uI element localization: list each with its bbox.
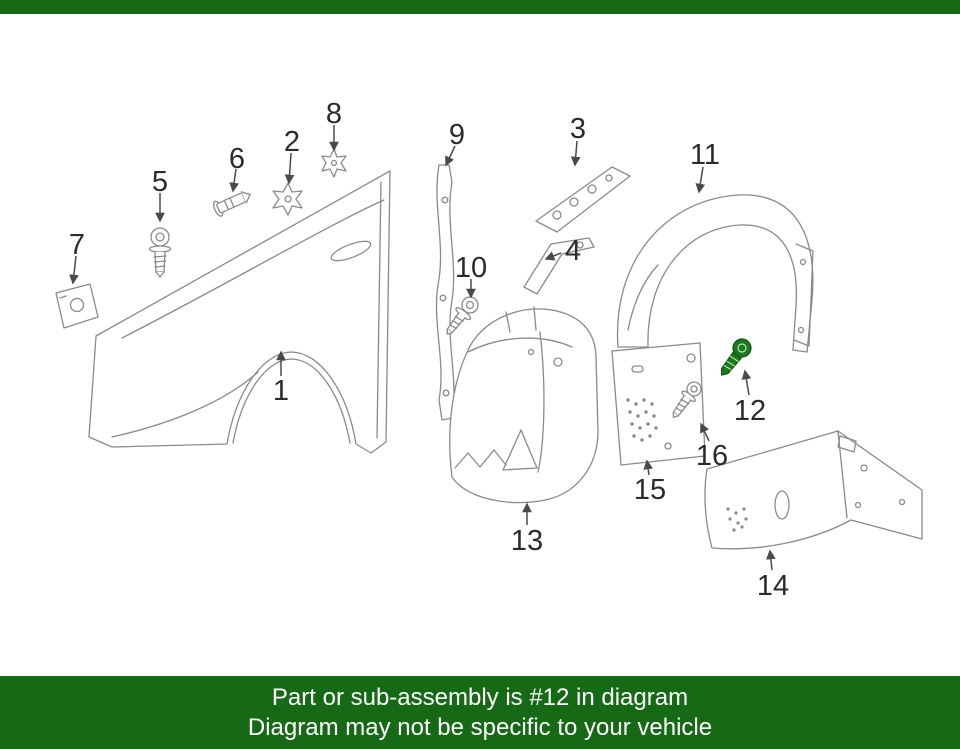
part-3-bracket	[535, 166, 631, 233]
leader-arrow-15	[643, 459, 653, 476]
leader-arrow-12	[741, 369, 752, 396]
part-16-bolt	[672, 381, 702, 418]
part-13-wheelhouse-liner-lower	[449, 306, 599, 504]
leader-arrow-4	[544, 251, 562, 261]
part-8-spring-clip	[321, 148, 347, 178]
part-label-10: 10	[455, 252, 487, 284]
leader-arrow-6	[229, 168, 239, 193]
part-label-7: 7	[69, 229, 85, 261]
footer-line-1: Part or sub-assembly is #12 in diagram	[271, 683, 689, 711]
footer-banner: Part or sub-assembly is #12 in diagram D…	[0, 676, 960, 749]
leader-arrow-14	[766, 549, 776, 571]
part-9-molding-strip	[435, 164, 455, 421]
part-12-screw-highlighted	[721, 338, 752, 376]
part-label-14: 14	[757, 570, 789, 602]
part-label-9: 9	[449, 119, 465, 151]
part-label-11: 11	[690, 139, 720, 171]
part-7-bracket-plate	[55, 283, 99, 329]
part-label-1: 1	[273, 375, 289, 407]
leader-arrow-11	[695, 166, 706, 194]
leader-arrow-7	[69, 255, 79, 285]
part-5-screw	[148, 227, 172, 278]
part-6-rivet	[212, 191, 251, 217]
leader-arrow-16	[700, 422, 710, 442]
part-label-13: 13	[511, 525, 543, 557]
part-4-bracket	[523, 237, 595, 295]
diagram-canvas: 1 2 3 4 5 6 7 8 9 10 11 12 13 14 15 16	[0, 14, 960, 676]
part-label-6: 6	[229, 143, 245, 175]
part-15-insulator-panel	[611, 342, 706, 466]
leader-arrow-2	[284, 152, 295, 185]
part-11-wheelhouse-liner	[616, 194, 814, 353]
part-label-16: 16	[696, 440, 728, 472]
part-label-8: 8	[326, 98, 342, 130]
leader-arrow-3	[570, 140, 581, 167]
part-label-5: 5	[152, 166, 168, 198]
part-1-fender	[88, 170, 391, 454]
part-10-bolt	[446, 296, 479, 335]
part-label-4: 4	[565, 235, 581, 267]
part-label-3: 3	[570, 113, 586, 145]
part-label-12: 12	[734, 395, 766, 427]
leader-arrows	[69, 125, 776, 571]
part-label-15: 15	[634, 474, 666, 506]
part-14-splash-shield	[704, 430, 923, 550]
part-label-2: 2	[284, 126, 300, 158]
parts-diagram-svg: 1 2 3 4 5 6 7 8 9 10 11 12 13 14 15 16	[55, 98, 923, 602]
leader-arrow-9	[445, 145, 456, 167]
footer-line-2: Diagram may not be specific to your vehi…	[247, 713, 713, 741]
top-green-border	[0, 0, 960, 14]
callout-labels: 1 2 3 4 5 6 7 8 9 10 11 12 13 14 15 16	[69, 98, 789, 602]
part-2-spring-clip	[272, 182, 303, 216]
